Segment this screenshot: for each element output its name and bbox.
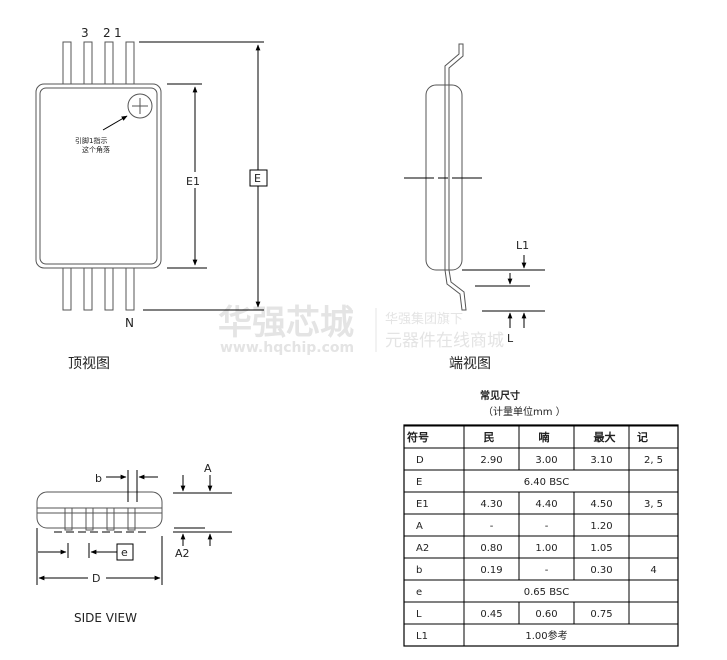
table-header-cell: 记 [637, 431, 648, 444]
watermark-tagline2: 元器件在线商城 [385, 331, 504, 351]
table-header-cell: 民 [484, 431, 495, 444]
table-cell-max: 0.75 [590, 609, 612, 620]
table-cell-symbol: E1 [416, 499, 429, 510]
pin-label-3: 3 [81, 26, 89, 40]
table-cell-nom: 4.40 [535, 499, 557, 510]
table-cell-min: - [490, 521, 494, 532]
dim-b-label: b [95, 472, 102, 485]
table-cell-min: 0.19 [480, 565, 502, 576]
table-cell-nom: 3.00 [535, 455, 557, 466]
table-title: 常见尺寸 [480, 389, 520, 402]
table-cell-max: 0.30 [590, 565, 612, 576]
table-cell-symbol: L [416, 609, 422, 620]
pin1-marker-icon [127, 93, 153, 119]
watermark-tagline1: 华强集团旗下 [385, 311, 463, 327]
pin-label-2: 2 [103, 26, 111, 40]
table-cell-symbol: e [416, 587, 422, 598]
top-view: 引脚1指示 这个角落 3 2 1 N E1 E 顶视图 [35, 26, 268, 372]
dimension-table: 常见尺寸 （计量单位mm ） 符号 民 喃 最大 记 D 2.90 3.00 3.10 2, 5 E… [403, 389, 679, 647]
table-cell-max: 1.20 [590, 521, 612, 532]
pin1-arrow [102, 115, 128, 131]
end-view-lead [444, 43, 467, 311]
side-view-body [36, 491, 163, 529]
dim-l-label: L [507, 332, 514, 345]
table-cell-span: 0.65 BSC [524, 587, 569, 598]
watermark-url: www.hqchip.com [220, 340, 354, 356]
package-body [35, 83, 162, 269]
table-cell-symbol: L1 [416, 631, 428, 642]
table-cell-symbol: A2 [416, 543, 429, 554]
table-cell-max: 3.10 [590, 455, 612, 466]
table-header-cell: 喃 [539, 430, 550, 444]
table-cell-nom: - [545, 521, 549, 532]
table-cell-nom: 0.60 [535, 609, 557, 620]
table-cell-min: 0.80 [480, 543, 502, 554]
dim-a2-label: A2 [175, 547, 190, 560]
table-cell-span: 1.00参考 [525, 629, 567, 642]
e-label-box [249, 169, 268, 187]
table-cell-note: 2, 5 [644, 455, 663, 466]
pin-label-n: N [125, 316, 134, 330]
side-view-leads [64, 507, 136, 531]
dim-d-label: D [92, 572, 100, 585]
dim-e1-label: E1 [186, 175, 200, 188]
top-leads [62, 41, 135, 311]
table-cell-max: 4.50 [590, 499, 612, 510]
table-cell-nom: 1.00 [535, 543, 557, 554]
side-view-caption: SIDE VIEW [74, 611, 137, 625]
table-cell-min: 2.90 [480, 455, 502, 466]
table-header-cell: 符号 [407, 430, 429, 444]
e-pitch-label-box [116, 543, 134, 561]
pin-label-1: 1 [114, 26, 122, 40]
pin1-note-2: 这个角落 [82, 145, 110, 154]
table-cell-symbol: E [416, 477, 422, 488]
table-cell-min: 0.45 [480, 609, 502, 620]
side-view: b A A2 e D SIDE VIEW [36, 462, 232, 625]
table-grid: 符号 民 喃 最大 记 D 2.90 3.00 3.10 2, 5 E 6.40 BSC E1 4.30 4… [403, 424, 679, 647]
table-cell-min: 4.30 [480, 499, 502, 510]
pin1-note: 引脚1指示 [75, 136, 107, 145]
table-cell-max: 1.05 [590, 543, 612, 554]
table-cell-nom: - [545, 565, 549, 576]
dim-e-pitch-label: e [121, 546, 128, 559]
dim-e-label: E [254, 172, 261, 185]
table-cell-symbol: D [416, 455, 424, 466]
table-cell-symbol: b [416, 565, 422, 576]
table-cell-span: 6.40 BSC [524, 477, 569, 488]
package-body-inner [39, 87, 158, 265]
table-cell-symbol: A [416, 521, 423, 532]
end-view: L1 L 端视图 [404, 43, 545, 372]
dim-l1-label: L1 [516, 239, 529, 252]
table-unit: （计量单位mm ） [483, 405, 566, 418]
table-cell-note: 3, 5 [644, 499, 663, 510]
top-view-caption: 顶视图 [68, 356, 110, 372]
dim-a-label: A [204, 462, 212, 475]
table-cell-note: 4 [650, 565, 656, 576]
end-view-caption: 端视图 [449, 356, 491, 372]
table-header-cell: 最大 [594, 430, 616, 444]
watermark-brand: 华强芯城 [218, 303, 354, 343]
watermark: 华强芯城 www.hqchip.com 华强集团旗下 元器件在线商城 [218, 303, 504, 356]
